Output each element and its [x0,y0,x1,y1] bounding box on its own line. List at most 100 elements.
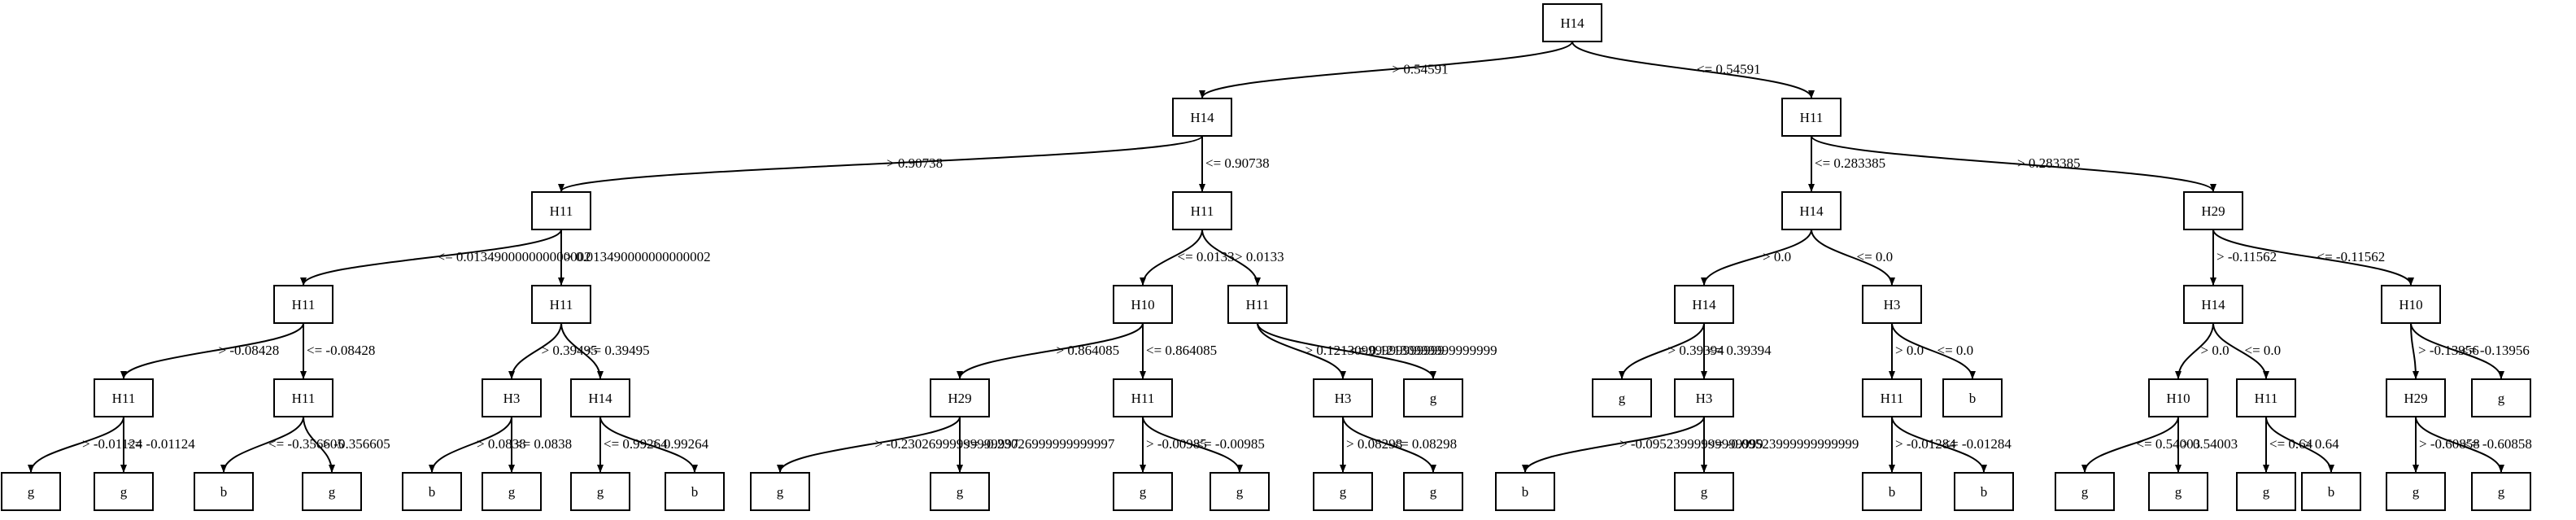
edge-condition-label: <= 0.0 [2245,343,2282,358]
edge-line [2212,229,2414,286]
split-node: H29 [2386,378,2446,417]
node-feature-label: H10 [2166,391,2190,406]
edge: <= 0.283385 [1808,136,1885,192]
node-box [2183,285,2243,324]
edge: <= 0.0 [1811,229,1895,286]
leaf-class-label: g [2081,484,2089,500]
node-feature-label: H29 [948,391,971,406]
edge-condition-label: <= 0.54591 [1697,62,1761,77]
edge-condition-label: > 0.013490000000000002 [564,249,711,264]
edge: <= -0.13956 [2410,322,2530,379]
edge-line [429,416,512,473]
edge: <= -0.01124 [120,417,195,473]
leaf-node: g [2148,472,2208,511]
edge-line [508,322,562,379]
edge-condition-label: > -0.08428 [219,343,280,358]
node-box [2381,285,2441,324]
edge: > 0.12130999999999999 [1257,322,1445,379]
edge-condition-label: > 0.54003 [2182,436,2238,452]
edge-condition-label: <= -0.00985 [1196,436,1265,452]
node-feature-label: H11 [1246,297,1270,312]
edge: <= -0.08428 [300,323,375,379]
edge: > 0.0 [1889,323,1924,379]
edge-condition-label: > -0.09523999999999999 [1619,436,1763,452]
leaf-class-label: g [2263,484,2270,500]
leaf-box [2236,472,2296,511]
leaf-node: g [1403,472,1463,511]
edge-condition-label: <= -0.08428 [307,343,375,358]
node-feature-label: H3 [1335,391,1352,406]
edge-line [1257,322,1436,379]
leaf-box [1403,472,1463,511]
leaf-class-label: b [220,484,228,500]
edge-line [1201,229,1261,286]
leaf-box [1954,472,2014,511]
leaf-class-label: g [1701,484,1708,500]
leaf-node: g [482,472,542,511]
edge: <= 0.99264 [597,417,668,473]
edge-line [1571,41,1815,98]
edge-condition-label: > 0.99264 [652,436,709,452]
edge: > 0.99264 [599,416,709,473]
edge-line [2081,416,2179,473]
leaf-node: g [1674,472,1734,511]
edge-condition-label: > 0.0838 [477,436,526,452]
edge-condition-label: <= 0.013490000000000002 [438,249,591,264]
node-box [273,285,333,324]
leaf-node: g [570,472,630,511]
node-feature-label: b [1969,391,1977,406]
node-box [1781,191,1842,230]
edge-condition-label: <= 0.0 [1937,343,1974,358]
leaf-node: g [750,472,810,511]
edge: <= 0.64 [2263,417,2313,473]
edge-line [1257,322,1346,379]
node-box [1113,378,1173,417]
leaf-node: g [1,472,61,511]
edge: > -0.01284 [1889,417,1956,473]
split-node: H11 [1172,191,1232,230]
node-box [2471,378,2531,417]
edge-condition-label: <= 0.283385 [1815,155,1885,171]
node-box [1113,285,1173,324]
leaf-node: g [2055,472,2115,511]
node-box [1674,285,1734,324]
leaf-class-label: b [691,484,699,500]
edge-condition-label: > -0.23026999999999997 [875,436,1019,452]
edge-line [957,322,1144,379]
leaf-class-label: g [508,484,516,500]
edge-line [1891,322,1976,379]
edge-line [2212,322,2269,379]
leaf-class-label: g [2175,484,2182,500]
leaf-class-label: b [1981,484,1988,500]
leaf-box [1210,472,1270,511]
leaf-box [1,472,61,511]
split-node: H11 [1227,285,1288,324]
leaf-node: b [194,472,254,511]
leaf-box [750,472,810,511]
edge: > -0.356605 [303,416,390,473]
edge: > 0.54003 [2175,417,2238,473]
split-node: H14 [1781,191,1842,230]
leaf-node: b [402,472,462,511]
edge-line [1522,416,1705,473]
node-box [1313,378,1373,417]
split-node: H29 [930,378,990,417]
leaf-box [1313,472,1373,511]
node-box [930,378,990,417]
leaf-class-label: g [2413,484,2420,500]
node-feature-label: H11 [292,297,316,312]
split-node: H3 [1674,378,1734,417]
leaf-box [194,472,254,511]
leaf-box [402,472,462,511]
node-box [1227,285,1288,324]
node-feature-label: H11 [550,203,573,219]
split-node: H14 [1674,285,1734,324]
split-node: g [2471,378,2531,417]
edge-line [2265,416,2334,473]
node-box [570,378,630,417]
edge-condition-label: <= -0.01284 [1943,436,2012,452]
leaf-class-label: g [120,484,128,500]
node-feature-label: H14 [1799,203,1824,219]
edge-condition-label: > 0.0133 [1235,249,1284,264]
edge-condition-label: > 0.08298 [1346,436,1402,452]
